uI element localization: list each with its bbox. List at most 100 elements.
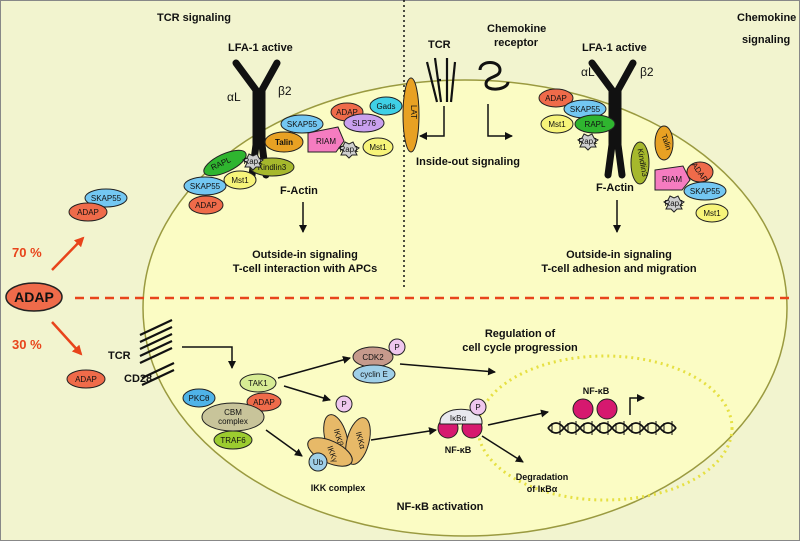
nfkb-nuc-2 (596, 398, 618, 420)
rapl-right-label: RAPL (585, 120, 606, 129)
rap1-left2-burst (242, 153, 264, 171)
alphaL-right: αL (581, 65, 595, 79)
cbm-label-1: CBM (224, 408, 242, 417)
outside-in-left-1: Outside-in signaling (252, 249, 358, 261)
mst1-left-right (362, 137, 394, 157)
nfkb-activation-label: NF-κB activation (397, 501, 484, 513)
adap-outside-bottom-label: ADAP (75, 375, 97, 384)
p-ikba (469, 398, 487, 416)
lat-label: LAT (409, 105, 418, 119)
rap1-right-top-label: Rap1 (578, 137, 598, 146)
nfkb-nuc-1 (572, 398, 594, 420)
p-ikk-label: P (341, 400, 346, 409)
adap-right-top (538, 88, 574, 108)
arrow-nfkb-nucleus (487, 409, 549, 426)
ikk-complex-label: IKK complex (311, 483, 366, 493)
skap55-right-mid (683, 181, 727, 201)
nfkb-nucleus-label: NF-κB (583, 386, 610, 396)
cell-membrane (142, 79, 788, 537)
beta2-right: β2 (640, 65, 654, 79)
gads-left-label: Gads (376, 102, 395, 111)
chemokine-receptor (478, 61, 510, 91)
kindlin-right (630, 141, 650, 185)
riam-left-label: RIAM (316, 137, 336, 146)
mst1-left (223, 170, 257, 190)
tak1-label: TAK1 (248, 379, 268, 388)
mst1-right-bottom-label: Mst1 (703, 209, 721, 218)
lat (402, 77, 420, 153)
rap1-right-top-burst (577, 133, 599, 151)
skap55-outside (84, 188, 128, 208)
mst1-right-top-label: Mst1 (548, 120, 566, 129)
cyclin-e (352, 364, 396, 384)
rap1-left-label: Rap1 (339, 145, 359, 154)
talin-left-label: Talin (275, 138, 293, 147)
traf6 (213, 430, 253, 450)
rap1-left-burst (338, 141, 360, 159)
rap1-left2-label: Rap1 (243, 157, 263, 166)
factin-right: F-Actin (596, 182, 634, 194)
adap-left-bottom-label: ADAP (195, 201, 217, 210)
gads-left (369, 96, 403, 116)
skap55-right-top-label: SKAP55 (570, 105, 601, 114)
arrow-tcr-left (419, 106, 445, 140)
riam-right (654, 165, 691, 191)
p-cdk2-label: P (394, 343, 399, 352)
arrow-tcr-down (182, 346, 236, 369)
regulation-1: Regulation of (485, 328, 556, 340)
cyclin-e-label: cyclin E (360, 370, 388, 379)
rap1-right-bottom-label: Rap1 (664, 199, 684, 208)
adap-outside-bottom (66, 369, 106, 389)
ikka-label: IKKα (354, 431, 367, 451)
talin-right (654, 125, 674, 161)
heading-chemokine-1: Chemokine (737, 12, 796, 24)
lfa1-left-label: LFA-1 active (228, 42, 293, 54)
heading-tcr-signaling: TCR signaling (157, 12, 231, 24)
mst1-left-right-label: Mst1 (369, 143, 387, 152)
p-cdk2 (388, 338, 406, 356)
skap55-left-top-label: SKAP55 (287, 120, 318, 129)
tcr-top-receptor (425, 57, 457, 103)
alphaL-left: αL (227, 90, 241, 104)
factin-left: F-Actin (280, 185, 318, 197)
adap-right-top-label: ADAP (545, 94, 567, 103)
tcr-cd28-receptor (139, 319, 175, 386)
rapl-right (574, 114, 616, 134)
ikka (345, 417, 371, 465)
rapl-left (203, 149, 247, 177)
arrow-ikk-nfkb (370, 427, 437, 441)
pct-30: 30 % (12, 337, 42, 352)
pct-70: 70 % (12, 245, 42, 260)
pkc-label: PKCθ (189, 394, 210, 403)
lfa1-right-integrin (588, 59, 637, 179)
heading-chemokine-2: signaling (742, 34, 790, 46)
adap-outside-top (68, 202, 108, 222)
adap-bottom-label: ADAP (253, 398, 275, 407)
arrow-degradation (481, 435, 524, 463)
nfkb-label: NF-κB (445, 445, 472, 455)
adap-outside-top-label: ADAP (77, 208, 99, 217)
cbm-label-2: complex (218, 417, 248, 426)
mst1-right-bottom (695, 203, 729, 223)
skap55-left-bottom-label: SKAP55 (190, 182, 221, 191)
mst1-left-label: Mst1 (231, 176, 249, 185)
arrow-70 (51, 236, 85, 271)
riam-right-label: RIAM (662, 175, 682, 184)
ub-label: Ub (313, 458, 324, 467)
adap-left-top-label: ADAP (336, 108, 358, 117)
adap-main (5, 282, 63, 312)
arrow-to-ub (265, 429, 303, 457)
arrow-cdk2-nucleus (399, 363, 496, 376)
degradation-2: of IκBα (527, 484, 558, 494)
arrow-to-cdk2 (277, 356, 351, 379)
chemokine-receptor-2: receptor (494, 37, 539, 49)
ub (308, 452, 328, 472)
rap1-right-bottom-burst (663, 195, 685, 213)
p-ikk (335, 395, 353, 413)
adap-bottom (246, 392, 282, 412)
degradation-1: Degradation (516, 472, 569, 482)
lfa1-right-label: LFA-1 active (582, 42, 647, 54)
mst1-right-top (540, 114, 574, 134)
